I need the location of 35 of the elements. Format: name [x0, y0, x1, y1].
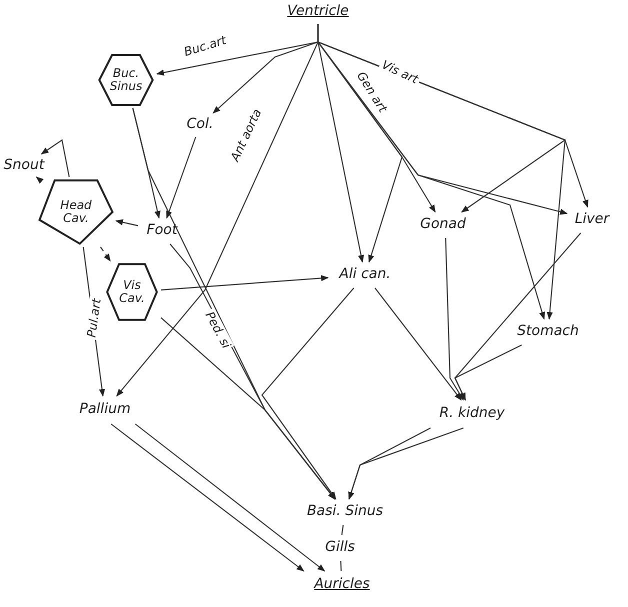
arrow [36, 176, 44, 184]
arrow [166, 136, 196, 219]
arrow [160, 317, 336, 500]
node-label: Head Cav. [59, 198, 93, 226]
node-label: Foot [140, 220, 184, 242]
node-label: Buc. Sinus [108, 66, 144, 94]
connector-line [340, 560, 342, 572]
node-label: Auricles [301, 573, 383, 597]
node-label: Gonad [414, 214, 472, 236]
node-label: R. kidney [427, 402, 517, 426]
node-label: Pallium [67, 398, 143, 422]
arrow [40, 139, 70, 178]
node-label: Liver [569, 209, 615, 231]
arrow [261, 288, 354, 500]
arrow [454, 344, 522, 401]
node-label: Stomach [510, 321, 586, 343]
node-label: Basi. Sinus [295, 501, 395, 523]
arrow [134, 424, 326, 572]
node-label: Col. [182, 115, 218, 135]
arrow [348, 427, 464, 500]
arrow [374, 288, 462, 401]
connector-line [341, 524, 344, 536]
arrow [160, 275, 329, 290]
node-label: Vis Cav. [118, 278, 146, 306]
dashed-arrow [100, 246, 111, 262]
node-label: Ali can. [330, 264, 400, 286]
hexagon-node [105, 263, 159, 321]
arrow [445, 238, 464, 401]
pentagon-node [38, 179, 114, 245]
arrow [110, 424, 304, 572]
hexagon-node [97, 54, 155, 106]
node-label: Snout [2, 156, 46, 176]
node-label: Gills [318, 537, 362, 559]
node-label: Ventricle [273, 2, 363, 22]
arrow [115, 219, 138, 226]
